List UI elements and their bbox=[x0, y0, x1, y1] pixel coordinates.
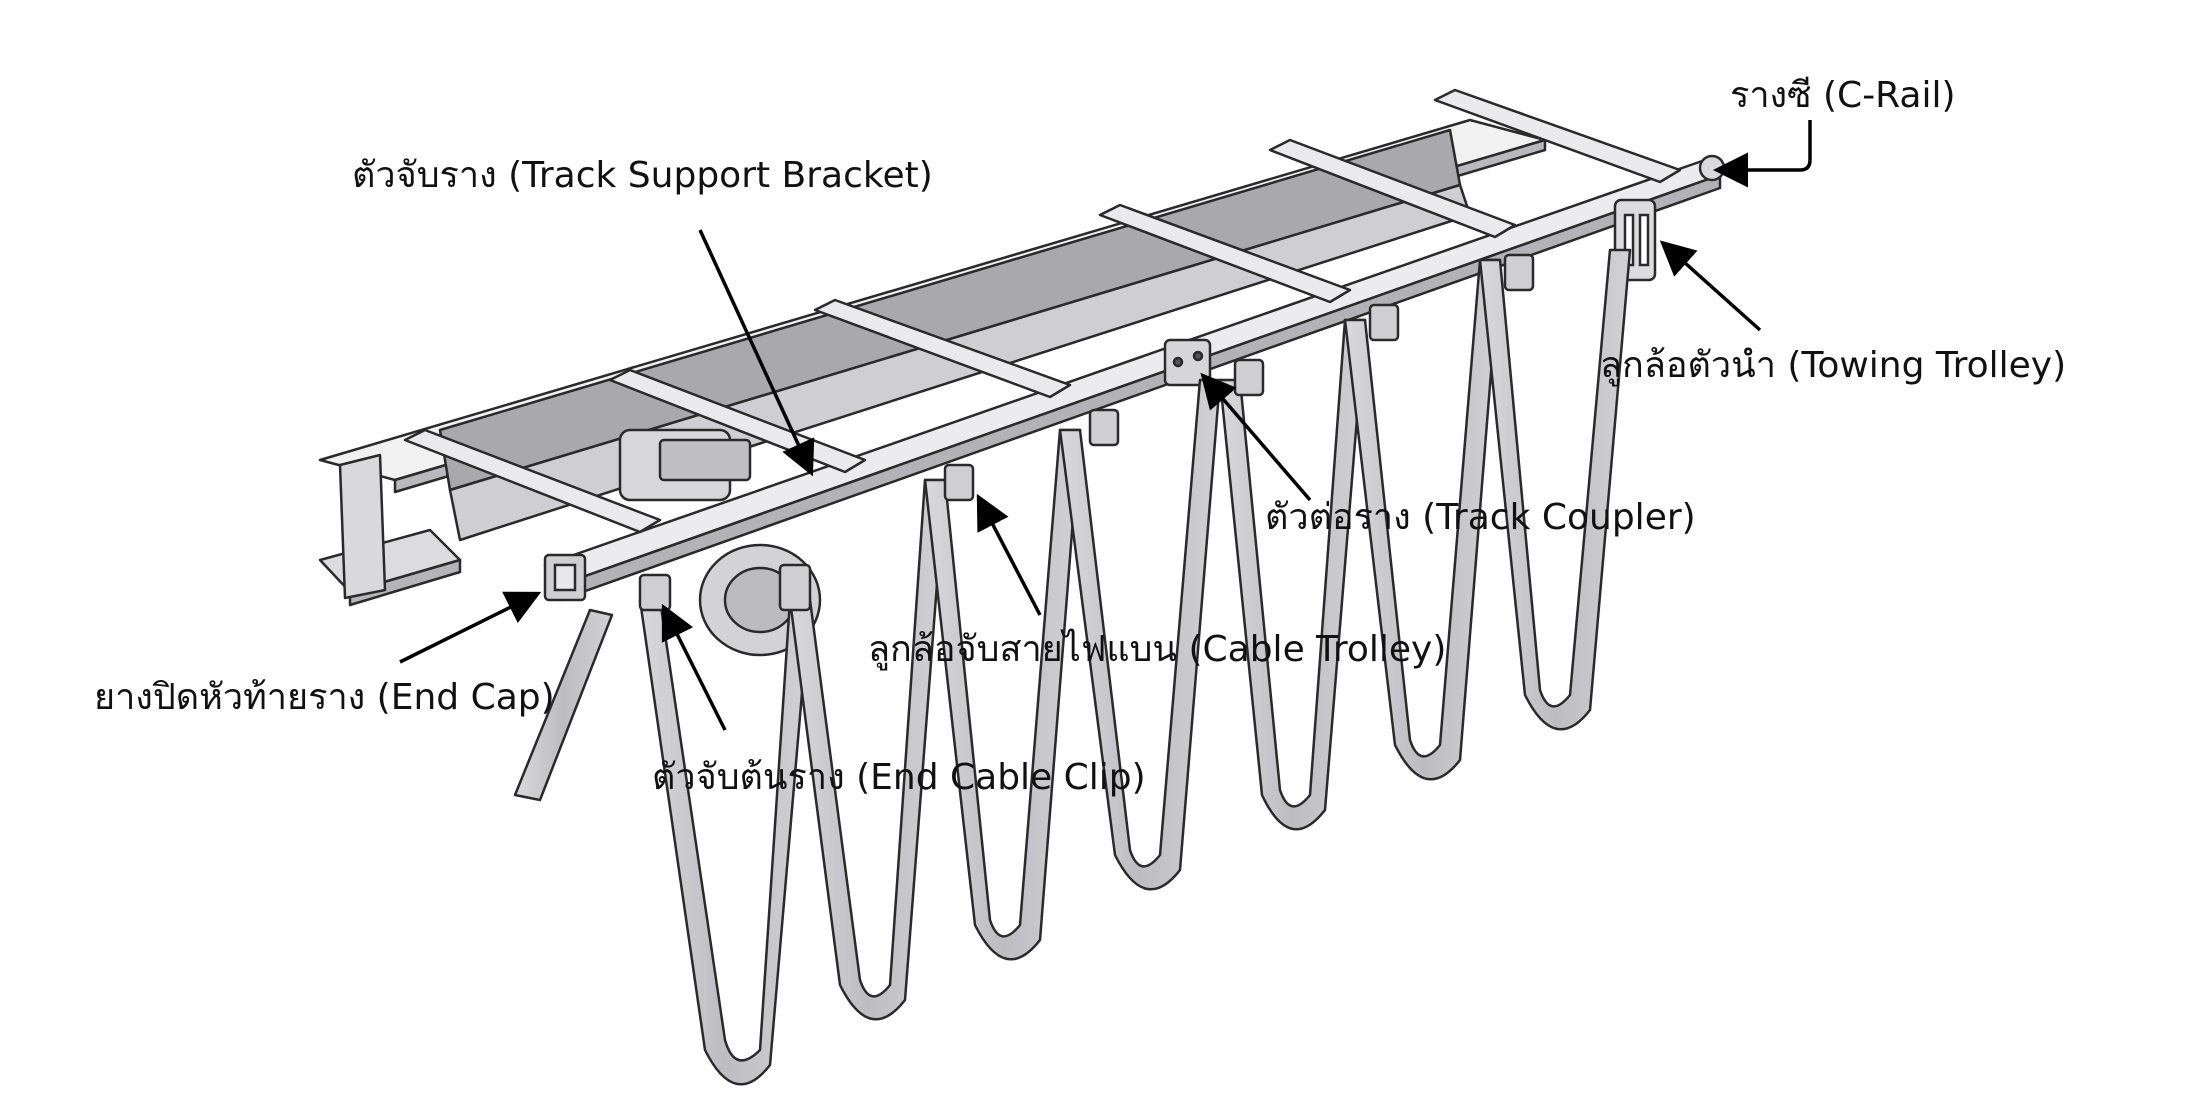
cable-trolleys bbox=[638, 253, 1535, 612]
label-track-coupler: ตัวต่อราง (Track Coupler) bbox=[1265, 497, 1696, 538]
arrow-track-support-bracket bbox=[698, 229, 815, 477]
arrow-c-rail bbox=[1713, 120, 1812, 188]
arrow-towing-trolley bbox=[1659, 240, 1762, 332]
label-end-cap: ยางปิดหัวท้ายราง (End Cap) bbox=[94, 677, 555, 718]
arrow-end-cap bbox=[399, 591, 542, 664]
leader-arrows bbox=[399, 120, 1812, 731]
end-cap bbox=[543, 553, 587, 602]
label-cable-trolley: ลูกล้อจับสายไฟแบน (Cable Trolley) bbox=[868, 629, 1447, 670]
label-track-support-bracket: ตัวจับราง (Track Support Bracket) bbox=[352, 155, 933, 196]
label-end-cable-clip: ตัวจับต้นราง (End Cable Clip) bbox=[652, 757, 1146, 798]
track-coupler bbox=[1163, 338, 1212, 387]
flat-cable-loops bbox=[513, 248, 1632, 1086]
label-towing-trolley: ลูกล้อตัวนำ (Towing Trolley) bbox=[1600, 345, 2067, 386]
arrow-cable-trolley bbox=[976, 493, 1042, 616]
label-c-rail: รางซี (C-Rail) bbox=[1730, 75, 1956, 116]
arrow-end-cable-clip bbox=[661, 603, 727, 731]
arrow-track-coupler bbox=[1200, 372, 1312, 502]
